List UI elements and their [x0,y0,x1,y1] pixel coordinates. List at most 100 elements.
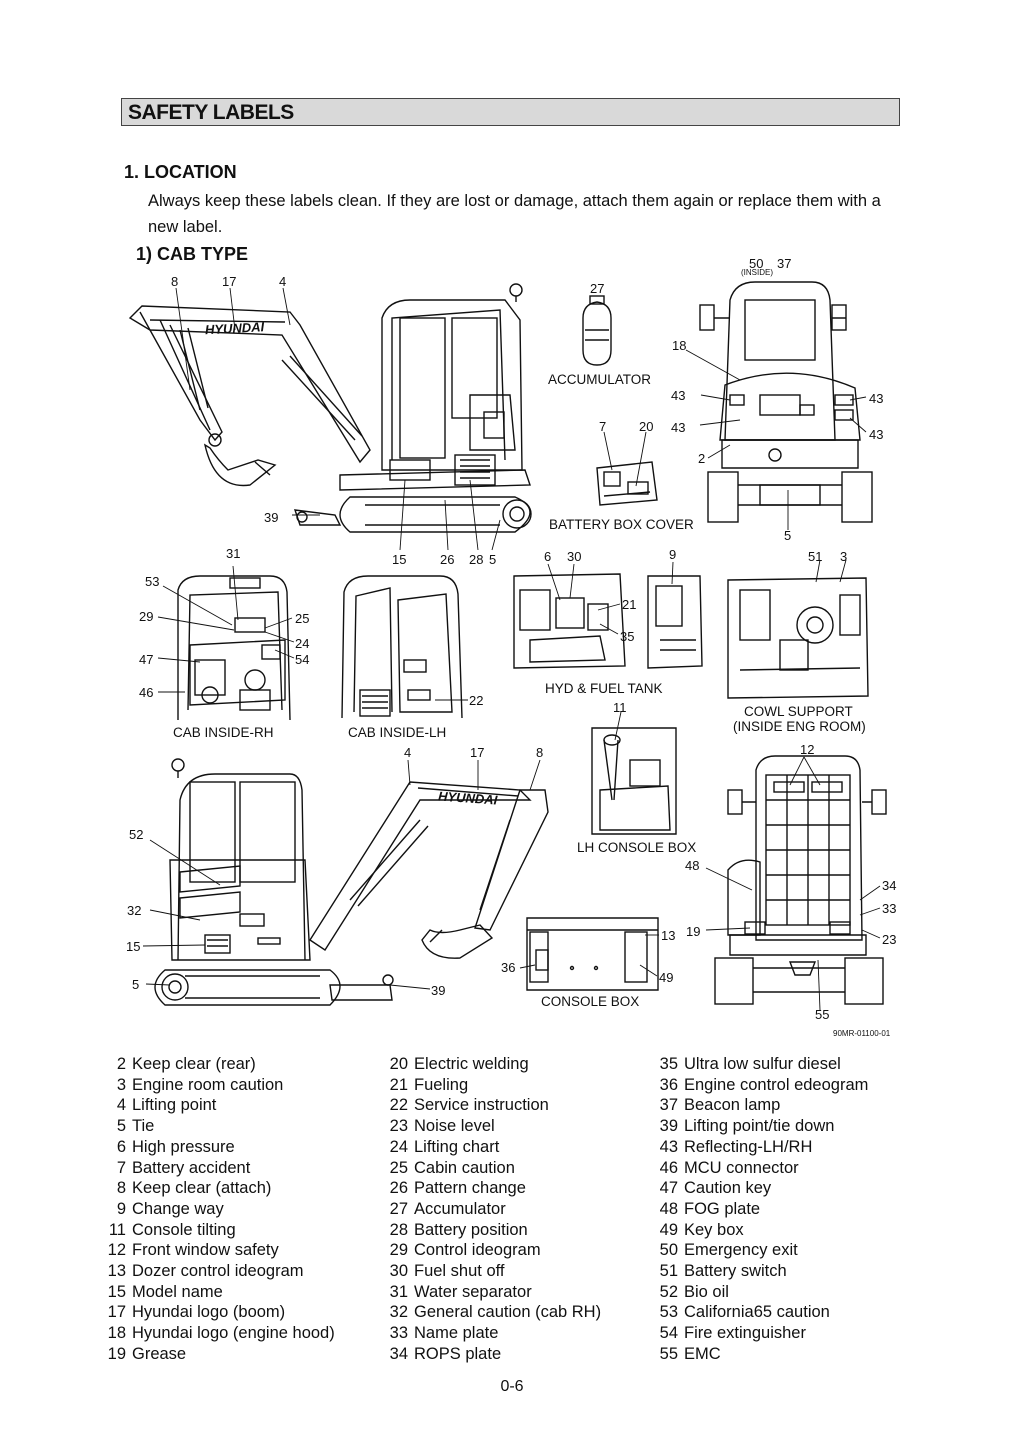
callout: 2 [698,451,705,466]
cab-inside-rh-view [177,575,291,721]
callout: 47 [139,652,153,667]
excavator-side-view-right [154,758,549,1006]
callout: 5 [132,977,139,992]
callout: 34 [882,878,896,893]
caption-inside: (INSIDE) [741,268,773,277]
callout: 43 [869,427,883,442]
callout: 37 [777,256,791,271]
callout: 6 [544,549,551,564]
callout: 29 [139,609,153,624]
caption-battery-box-cover: BATTERY BOX COVER [549,517,694,532]
hyd-fuel-tank-view [513,573,703,669]
callout: 30 [567,549,581,564]
callout: 48 [685,858,699,873]
callout: 8 [171,274,178,289]
callout: 51 [808,549,822,564]
callout: 15 [392,552,406,567]
callout: 24 [295,636,309,651]
callout: 53 [145,574,159,589]
excavator-rear-view [699,281,873,523]
section-title: SAFETY LABELS [128,101,294,124]
callout: 26 [440,552,454,567]
callout: 12 [800,742,814,757]
callout: 25 [295,611,309,626]
callout: 17 [470,745,484,760]
callout: 13 [661,928,675,943]
location-heading: 1. LOCATION [124,162,237,182]
callout: 55 [815,1007,829,1022]
caption-lh-console-box: LH CONSOLE BOX [577,840,696,855]
caption-console-box: CONSOLE BOX [541,994,639,1009]
excavator-side-view-left [128,283,532,533]
callout: 35 [620,629,634,644]
callout: 5 [784,528,791,543]
caption-hyd-fuel-tank: HYD & FUEL TANK [545,681,663,696]
callout: 5 [489,552,496,567]
callout: 43 [869,391,883,406]
callout: 7 [599,419,606,434]
callout: 11 [613,700,627,715]
battery-box-cover-view [596,461,658,506]
callout: 27 [590,281,604,296]
callout: 20 [639,419,653,434]
callout: 22 [469,693,483,708]
callout: 52 [129,827,143,842]
cab-type-heading: 1) CAB TYPE [136,244,249,264]
caption-cab-inside-rh: CAB INSIDE-RH [173,725,274,740]
callout: 4 [404,745,411,760]
caption-cowl-support-sub: (INSIDE ENG ROOM) [733,719,866,734]
section-title-bar: SAFETY LABELS [121,98,900,126]
safety-label-location-diagram: HYUNDAI HYUNDAI ACCUMULATOR BATTERY BOX … [126,256,896,1038]
callout: 21 [622,597,636,612]
page-number: 0-6 [500,1378,524,1395]
callout: 39 [264,510,278,525]
callout: 15 [126,939,140,954]
callout: 19 [686,924,700,939]
callout: 46 [139,685,153,700]
boom-brand-bottom: HYUNDAI [438,788,499,807]
accumulator-view [582,295,612,366]
callout: 50 [749,256,763,271]
callout: 33 [882,901,896,916]
callout: 28 [469,552,483,567]
excavator-front-view [714,755,887,1005]
cab-inside-lh-view [341,575,463,719]
callout-leader-lines [142,287,881,1011]
callout: 39 [431,983,445,998]
